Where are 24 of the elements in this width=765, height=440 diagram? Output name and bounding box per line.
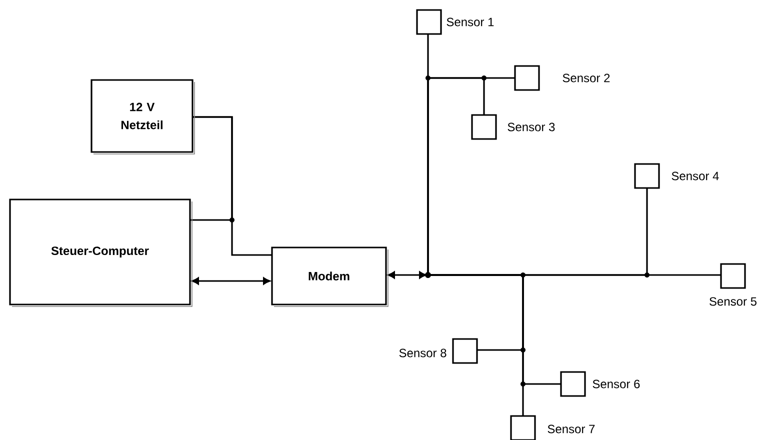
sensor-box xyxy=(452,338,478,364)
sensor-label: Sensor 6 xyxy=(592,380,640,388)
sensor-box xyxy=(720,263,746,289)
sensor-box xyxy=(510,415,536,440)
sensor-label: Sensor 2 xyxy=(562,74,610,82)
sensor-label: Sensor 1 xyxy=(446,18,494,26)
sensor-box xyxy=(471,114,497,140)
sensor-label: Sensor 7 xyxy=(548,424,595,434)
sensor-box xyxy=(560,371,586,397)
sensor-label: Sensor 5 xyxy=(710,297,756,306)
connector-line xyxy=(428,274,524,416)
device-box: 12 V Netzteil xyxy=(90,79,195,154)
connector-line xyxy=(193,116,272,256)
sensor-box xyxy=(416,9,442,35)
connector-line xyxy=(192,277,270,285)
device-box: Steuer-Computer xyxy=(9,198,192,307)
device-box: Modem xyxy=(271,246,388,307)
sensor-label: Sensor 3 xyxy=(508,122,555,132)
connector-line xyxy=(427,77,485,275)
sensor-label: Sensor 8 xyxy=(399,348,446,358)
sensor-box xyxy=(514,65,540,91)
connector-line xyxy=(388,271,426,279)
sensor-label: Sensor 4 xyxy=(672,172,719,180)
sensor-box xyxy=(634,163,660,189)
